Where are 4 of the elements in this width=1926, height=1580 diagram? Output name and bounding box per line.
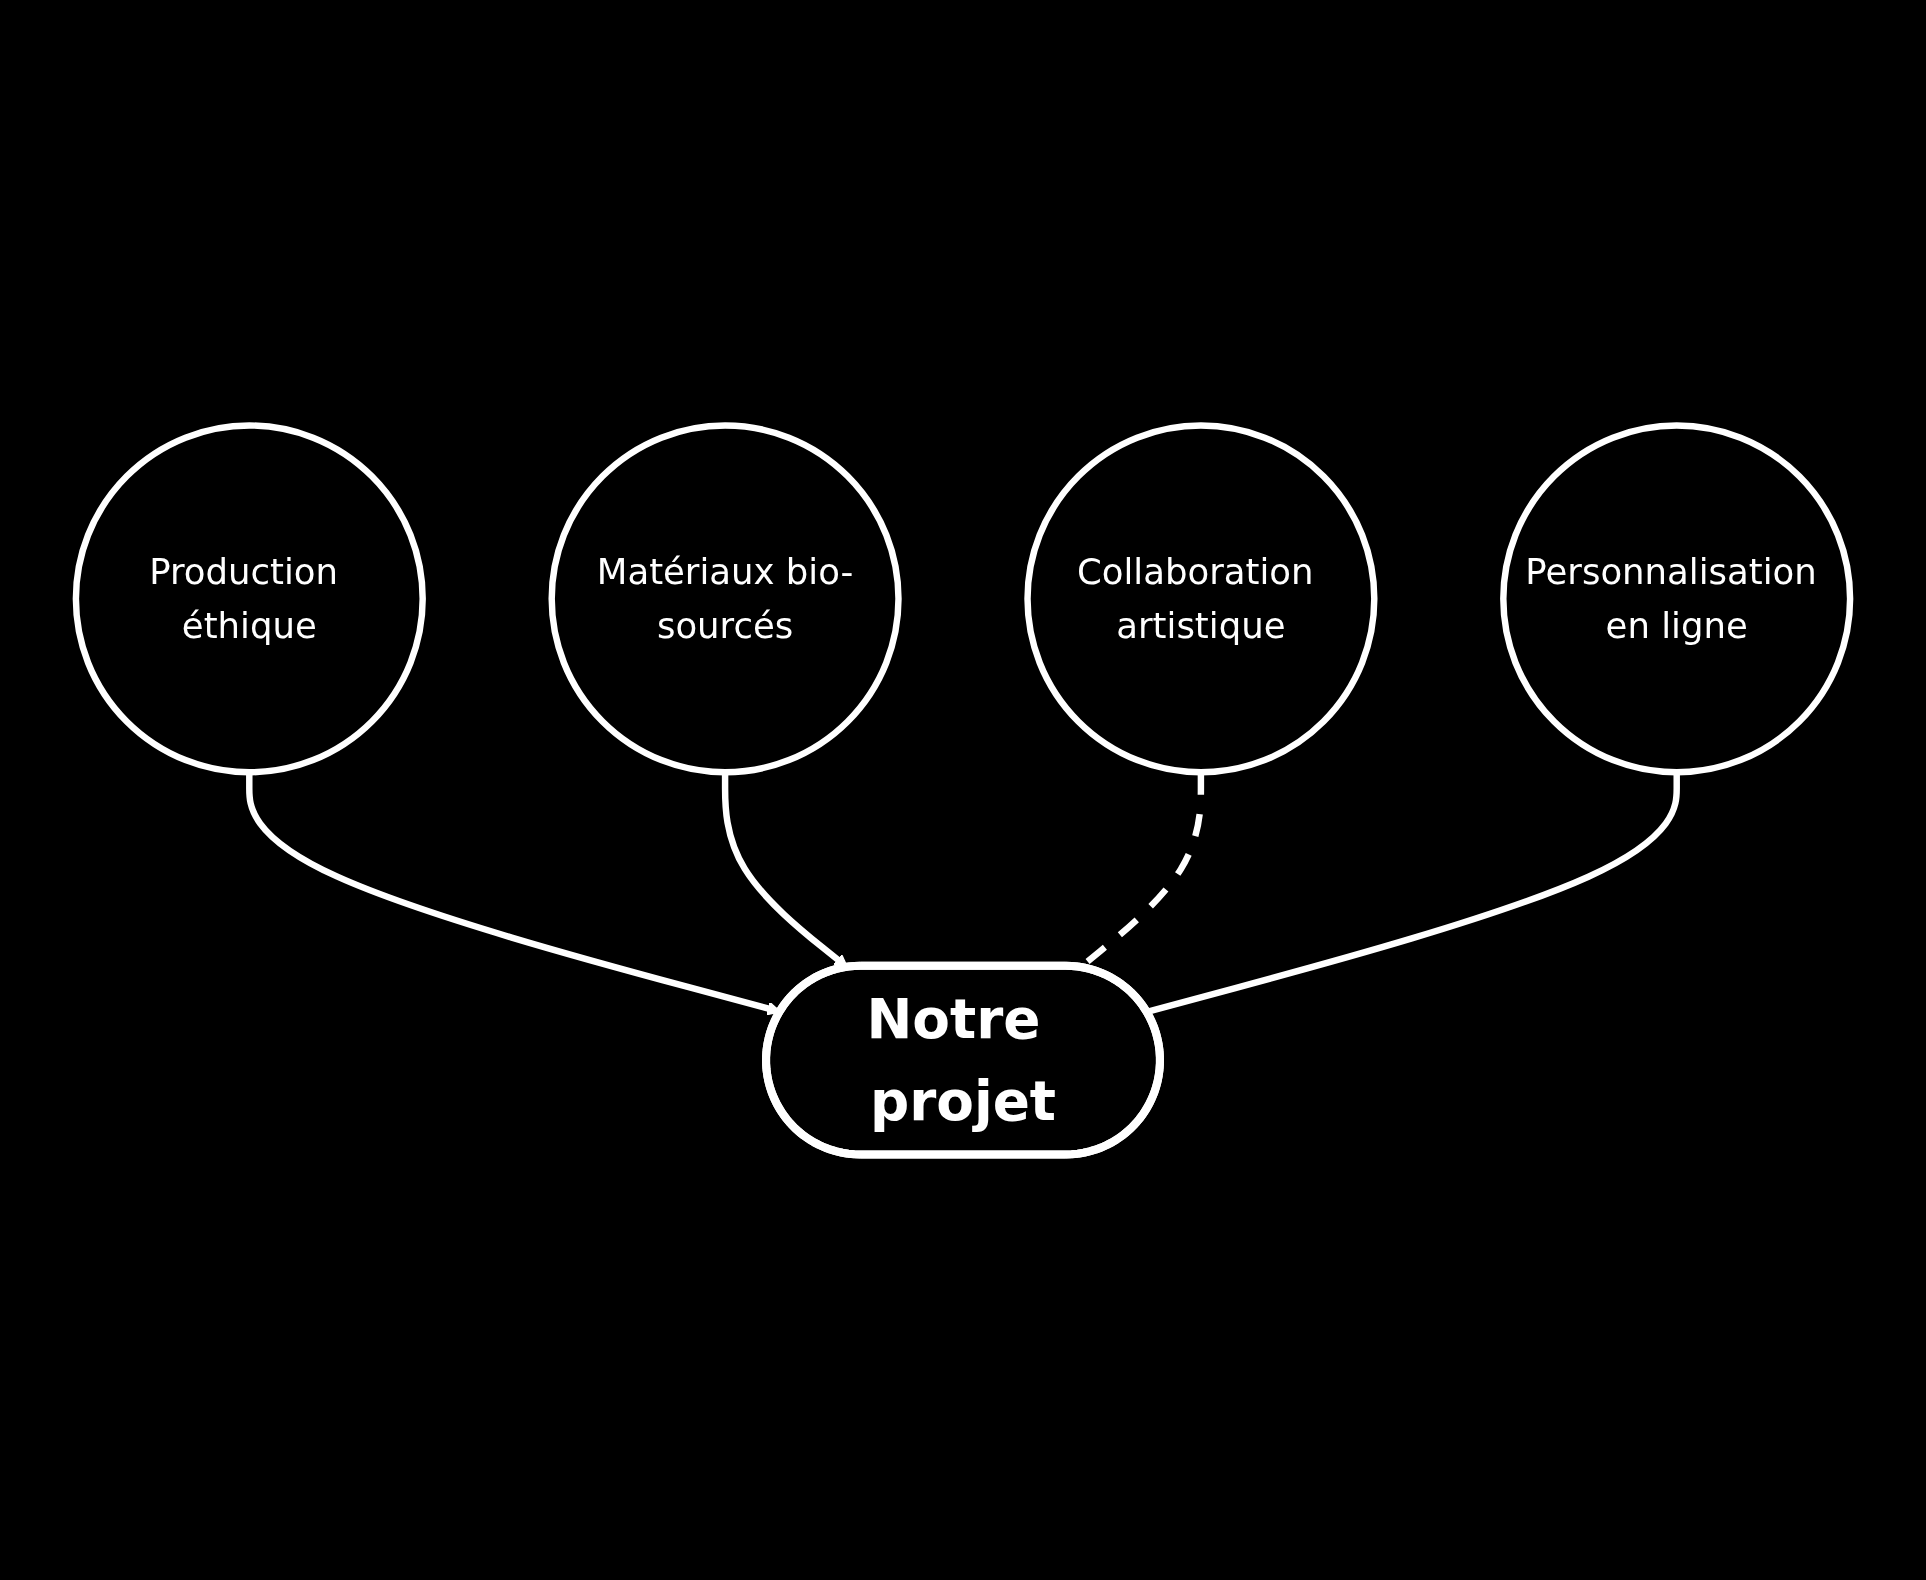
node-circle: Personnalisation en ligne: [1500, 422, 1854, 776]
node-circle: Production éthique: [72, 422, 426, 776]
node-circle: Collaboration artistique: [1024, 422, 1378, 776]
node-circle: Matériaux bio-sourcés: [548, 422, 902, 776]
